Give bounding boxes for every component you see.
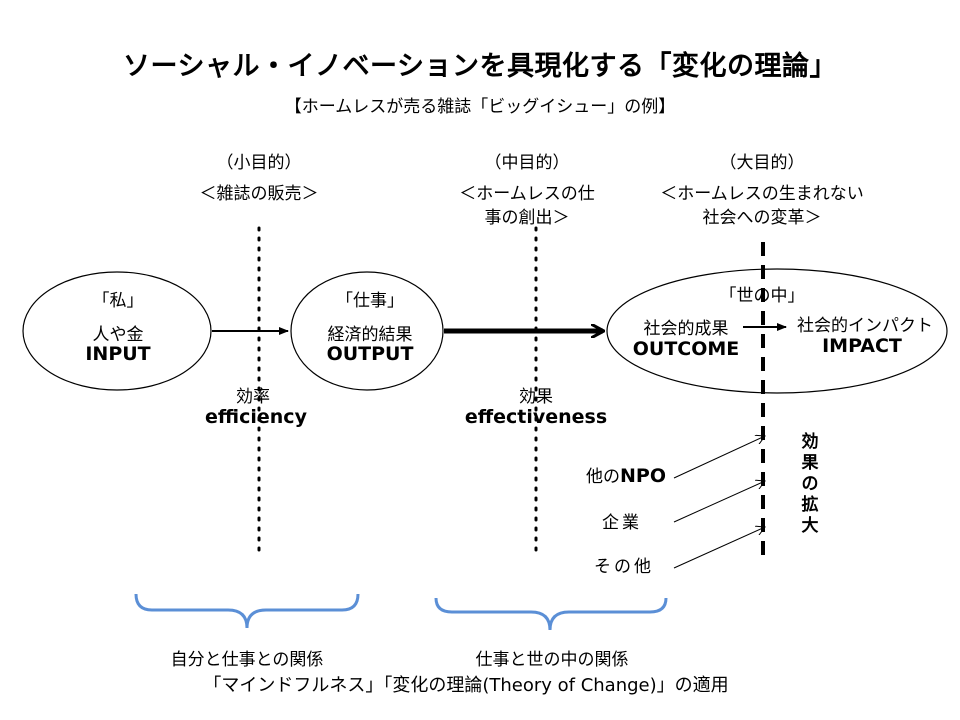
output-bracket-label: 「仕事」 xyxy=(336,291,404,311)
effect-expansion-label: 効果の拡大 xyxy=(801,432,819,536)
stage-medium-goal-line2: 事の創出＞ xyxy=(484,208,570,228)
arrow-npo xyxy=(673,436,765,479)
stage-small-label: （小目的） xyxy=(216,153,302,173)
efficiency-en-label: efficiency xyxy=(205,406,307,428)
brace-right xyxy=(434,597,668,631)
effectiveness-jp-label: 効果 xyxy=(519,387,553,407)
impact-jp-label: 社会的インパクト xyxy=(797,316,933,336)
brace-left xyxy=(134,593,360,629)
output-en-label: OUTPUT xyxy=(326,343,414,365)
page-subtitle: 【ホームレスが売る雑誌「ビッグイシュー」の例】 xyxy=(284,97,676,117)
efficiency-jp-label: 効率 xyxy=(236,387,270,407)
arrow-other xyxy=(673,527,765,569)
impact-en-label: IMPACT xyxy=(822,335,902,357)
stage-large-label: （大目的） xyxy=(719,153,805,173)
actor-npo-label: 他のNPO xyxy=(586,465,666,487)
stage-medium-label: （中目的） xyxy=(484,153,570,173)
actor-company-label: 企業 xyxy=(602,513,642,533)
society-bracket-label: 「世の中」 xyxy=(719,286,805,306)
output-ellipse xyxy=(290,271,444,391)
footer-note: 「マインドフルネス」「変化の理論(Theory of Change)」の適用 xyxy=(203,675,729,696)
stage-large-goal-line1: ＜ホームレスの生まれない xyxy=(660,184,864,204)
society-ellipse xyxy=(606,268,948,394)
arrow-company xyxy=(673,481,765,523)
input-ellipse xyxy=(22,271,212,391)
input-jp-label: 人や金 xyxy=(92,325,144,345)
outcome-en-label: OUTCOME xyxy=(632,338,740,360)
stage-medium-goal-line1: ＜ホームレスの仕 xyxy=(459,184,595,204)
outcome-jp-label: 社会的成果 xyxy=(643,319,729,339)
stage-large-goal-line2: 社会への変革＞ xyxy=(702,208,822,228)
input-bracket-label: 「私」 xyxy=(92,291,144,311)
actor-other-label: その他 xyxy=(594,557,654,577)
relation-self-work: 自分と仕事との関係 xyxy=(170,650,324,670)
stage-small-goal: ＜雑誌の販売＞ xyxy=(199,184,319,204)
effectiveness-en-label: effectiveness xyxy=(464,406,608,428)
page-title: ソーシャル・イノベーションを具現化する「変化の理論」 xyxy=(123,51,837,82)
relation-work-society: 仕事と世の中の関係 xyxy=(475,650,629,670)
output-jp-label: 経済的結果 xyxy=(327,325,413,345)
input-en-label: INPUT xyxy=(85,343,151,365)
